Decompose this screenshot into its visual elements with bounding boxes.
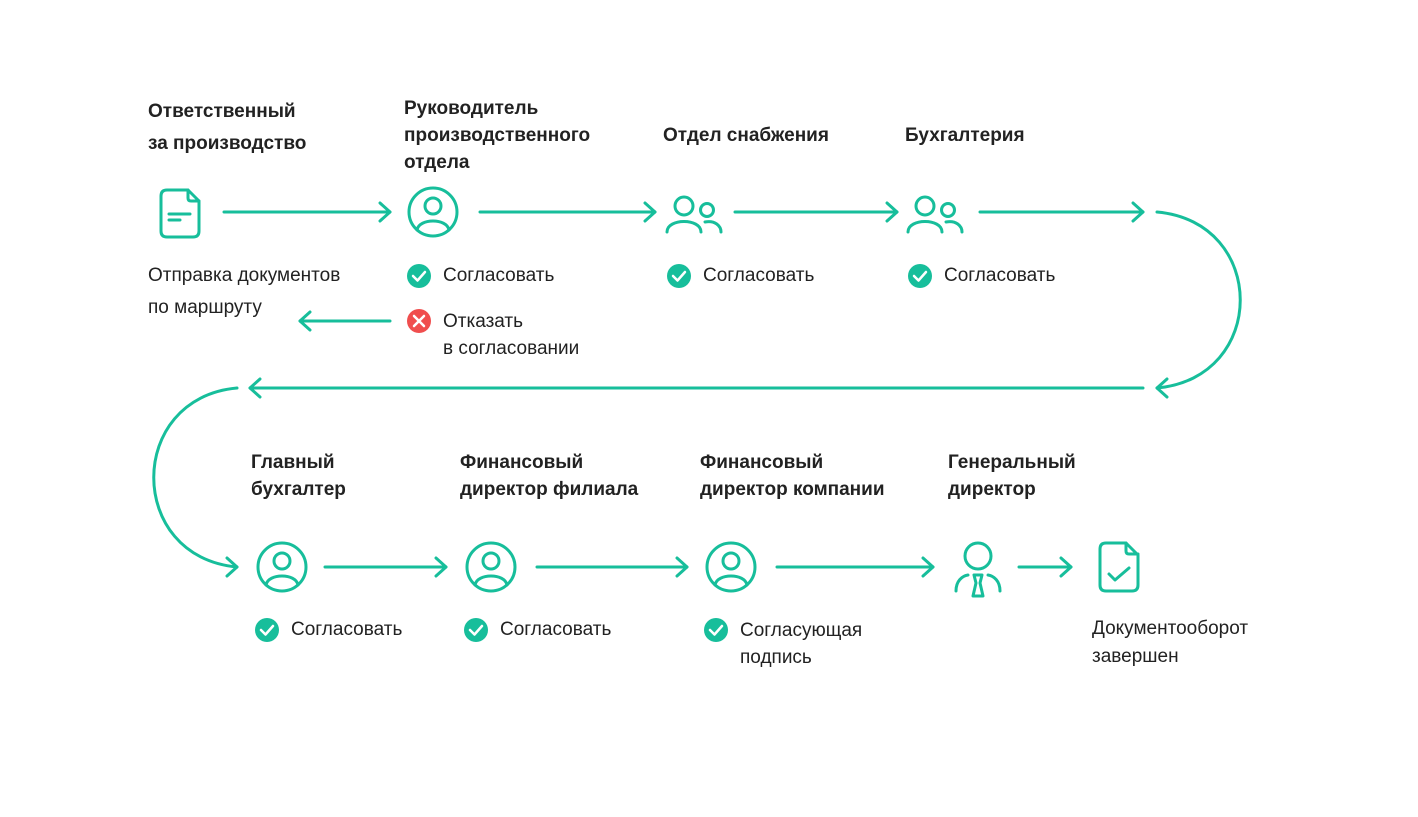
title-line: за производство xyxy=(148,133,307,154)
title-line: производственного xyxy=(404,125,591,146)
arrow-right xyxy=(978,201,1145,223)
check-circle-icon xyxy=(255,618,279,642)
title-line: Ответственный xyxy=(148,101,296,122)
document-icon xyxy=(159,188,201,239)
reject-label: Отказать в согласовании xyxy=(443,308,579,362)
approve-label: Согласовать xyxy=(291,619,403,640)
document-check-icon xyxy=(1098,541,1140,593)
approve-line: Согласующая xyxy=(740,620,863,641)
director-icon xyxy=(954,541,1002,598)
title-line: Руководитель xyxy=(404,98,539,119)
check-circle-icon xyxy=(407,264,431,288)
users-group-icon xyxy=(665,195,723,234)
reject-line: в согласовании xyxy=(443,338,580,359)
step-title-production-responsible: Ответственный за производство xyxy=(148,96,306,160)
title-line: Генеральный xyxy=(948,452,1076,473)
approve-label: Согласовать xyxy=(944,265,1056,286)
step-title-production-head: Руководитель производственного отдела xyxy=(404,95,590,176)
approve-signature-label: Согласующая подпись xyxy=(740,617,862,671)
approve-line: подпись xyxy=(740,647,812,668)
user-circle-icon xyxy=(465,541,517,593)
user-circle-icon xyxy=(705,541,757,593)
check-circle-icon xyxy=(667,264,691,288)
final-line: завершен xyxy=(1092,646,1179,667)
send-documents-note: Отправка документов по маршруту xyxy=(148,260,340,324)
arrow-right xyxy=(478,201,657,223)
title-line: директор xyxy=(948,479,1036,500)
arrow-right xyxy=(222,201,392,223)
step-title-accounting: Бухгалтерия xyxy=(905,125,1025,146)
final-line: Документооборот xyxy=(1092,618,1249,639)
arrow-long-left xyxy=(248,377,1145,399)
check-circle-icon xyxy=(908,264,932,288)
user-circle-icon xyxy=(407,186,459,238)
arrow-right xyxy=(535,556,689,578)
title-line: директор филиала xyxy=(460,479,639,500)
workflow-complete-label: Документооборот завершен xyxy=(1092,615,1248,671)
step-title-company-cfo: Финансовый директор компании xyxy=(700,449,885,503)
check-circle-icon xyxy=(704,618,728,642)
step-title-ceo: Генеральный директор xyxy=(948,449,1076,503)
title-line: отдела xyxy=(404,152,470,173)
users-group-icon xyxy=(906,195,964,234)
note-line: по маршруту xyxy=(148,297,262,318)
arrow-right xyxy=(733,201,899,223)
check-circle-icon xyxy=(464,618,488,642)
title-line: Главный xyxy=(251,452,335,473)
note-line: Отправка документов xyxy=(148,265,341,286)
reject-line: Отказать xyxy=(443,311,524,332)
step-title-branch-cfo: Финансовый директор филиала xyxy=(460,449,638,503)
step-title-supply: Отдел снабжения xyxy=(663,125,829,146)
user-circle-icon xyxy=(256,541,308,593)
arrow-right xyxy=(1017,556,1073,578)
arrow-return-left xyxy=(298,310,392,332)
approve-label: Согласовать xyxy=(500,619,612,640)
curve-connector-right xyxy=(1155,210,1242,399)
title-line: Финансовый xyxy=(460,452,584,473)
title-line: директор компании xyxy=(700,479,885,500)
curve-connector-left xyxy=(152,386,239,578)
arrow-right xyxy=(323,556,448,578)
step-title-chief-accountant: Главный бухгалтер xyxy=(251,449,346,503)
approve-label: Согласовать xyxy=(443,265,555,286)
reject-circle-icon xyxy=(407,309,431,333)
title-line: Финансовый xyxy=(700,452,824,473)
title-line: бухгалтер xyxy=(251,479,346,500)
approve-label: Согласовать xyxy=(703,265,815,286)
arrow-right xyxy=(775,556,935,578)
